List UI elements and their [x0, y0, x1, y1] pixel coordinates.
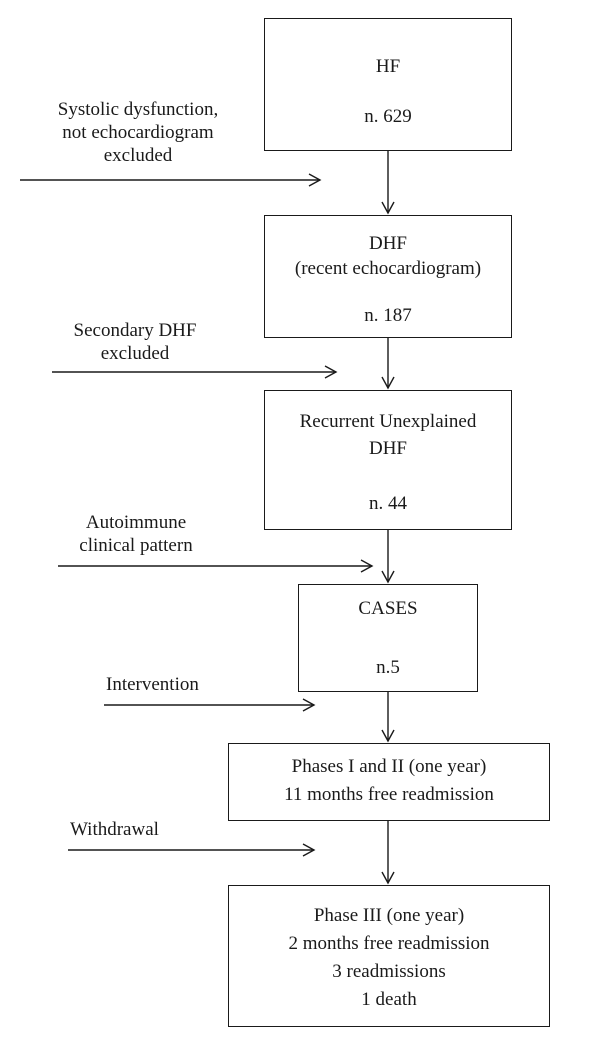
box-cases-count: n.5 [376, 657, 400, 678]
box-recurrent-count: n. 44 [369, 493, 407, 514]
box-cases: CASES n.5 [298, 584, 478, 692]
label-autoimmune-line1: Autoimmune [85, 512, 187, 533]
box-dhf: DHF (recent echocardiogram) n. 187 [264, 215, 512, 338]
box-phase-3-line4: 1 death [361, 989, 417, 1010]
box-dhf-count: n. 187 [364, 305, 412, 326]
label-systolic-line2: not echocardiogram [62, 122, 214, 143]
label-secondary-line2: excluded [100, 343, 170, 364]
label-intervention: Intervention [106, 673, 199, 696]
label-secondary-line1: Secondary DHF [73, 320, 197, 341]
box-recurrent-title-line1: Recurrent Unexplained [299, 411, 477, 432]
box-recurrent-title-line2: DHF [368, 438, 407, 459]
label-autoimmune: Autoimmune clinical pattern [56, 511, 216, 557]
box-phases-1-2-line2: 11 months free readmission [284, 784, 494, 805]
label-systolic-exclusion: Systolic dysfunction, not echocardiogram… [20, 98, 256, 167]
box-phases-1-2: Phases I and II (one year) 11 months fre… [228, 743, 550, 821]
box-dhf-subtitle: (recent echocardiogram) [294, 258, 482, 279]
label-secondary-exclusion: Secondary DHF excluded [50, 319, 220, 365]
box-hf: HF n. 629 [264, 18, 512, 151]
label-systolic-line1: Systolic dysfunction, [57, 99, 219, 120]
box-phases-1-2-line1: Phases I and II (one year) [291, 756, 487, 777]
box-cases-title: CASES [358, 598, 418, 619]
box-phase-3: Phase III (one year) 2 months free readm… [228, 885, 550, 1027]
label-withdrawal-line1: Withdrawal [70, 819, 159, 840]
box-hf-title: HF [375, 56, 401, 77]
box-dhf-title: DHF [368, 233, 407, 254]
label-systolic-line3: excluded [103, 145, 173, 166]
label-autoimmune-line2: clinical pattern [79, 535, 193, 556]
box-phase-3-line2: 2 months free readmission [288, 933, 490, 954]
box-phase-3-line1: Phase III (one year) [313, 905, 465, 926]
box-hf-count: n. 629 [364, 106, 412, 127]
box-phase-3-line3: 3 readmissions [332, 961, 446, 982]
box-recurrent-dhf: Recurrent Unexplained DHF n. 44 [264, 390, 512, 530]
label-withdrawal: Withdrawal [70, 818, 159, 841]
label-intervention-line1: Intervention [106, 674, 199, 695]
